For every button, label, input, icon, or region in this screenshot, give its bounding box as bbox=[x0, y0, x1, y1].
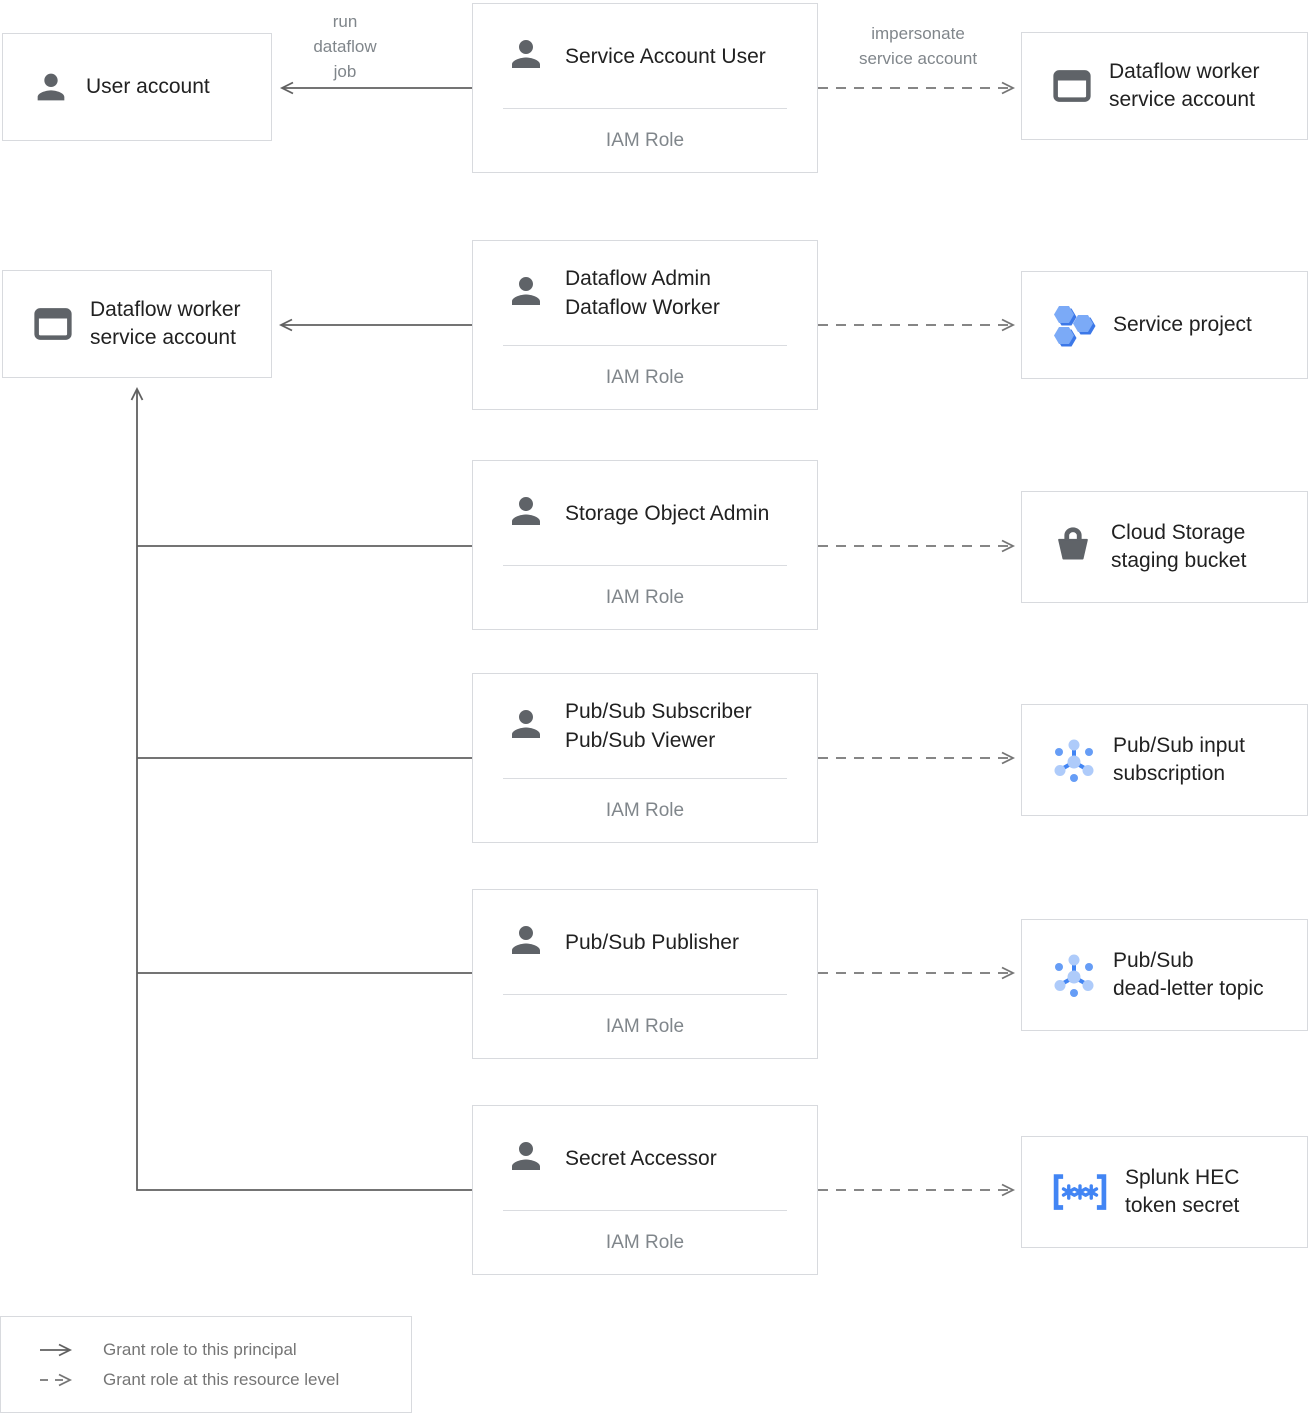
node-iam-service-account-user: Service Account User IAM Role bbox=[472, 3, 818, 173]
node-label: Dataflow worker bbox=[90, 298, 241, 321]
divider bbox=[503, 345, 787, 346]
edge-label-impersonate-service-account: impersonate service account bbox=[858, 24, 978, 68]
node-label: Pub/Sub bbox=[1113, 949, 1194, 972]
node-iam-secret-accessor: Secret Accessor IAM Role bbox=[472, 1105, 818, 1275]
legend: Grant role to this principal Grant role … bbox=[0, 1316, 412, 1413]
iam-role-sublabel: IAM Role bbox=[605, 129, 685, 151]
iam-role-title: Service Account User bbox=[565, 44, 766, 68]
person-icon bbox=[505, 919, 547, 966]
node-iam-pubsub-publisher: Pub/Sub Publisher IAM Role bbox=[472, 889, 818, 1059]
node-iam-dataflow-admin-worker: Dataflow Admin Dataflow Worker IAM Role bbox=[472, 240, 818, 410]
iam-role-sublabel: IAM Role bbox=[605, 1231, 685, 1253]
node-label: subscription bbox=[1113, 762, 1226, 785]
node-label: Splunk HEC bbox=[1125, 1166, 1240, 1189]
person-icon bbox=[31, 67, 71, 107]
iam-role-sublabel: IAM Role bbox=[605, 366, 685, 388]
node-label: staging bucket bbox=[1111, 549, 1247, 572]
iam-role-title: Storage Object Admin bbox=[565, 501, 770, 525]
node-label: token secret bbox=[1125, 1194, 1240, 1217]
service-account-card-icon bbox=[31, 304, 75, 344]
divider bbox=[503, 108, 787, 109]
node-label: service account bbox=[90, 326, 236, 349]
person-icon bbox=[505, 270, 547, 317]
divider bbox=[503, 994, 787, 995]
node-iam-storage-object-admin: Storage Object Admin IAM Role bbox=[472, 460, 818, 630]
node-user-account: User account bbox=[2, 33, 272, 141]
node-label: service account bbox=[1109, 88, 1255, 111]
node-splunk-hec-token-secret: Splunk HEC token secret bbox=[1021, 1136, 1308, 1248]
node-cloud-storage-staging-bucket: Cloud Storage staging bucket bbox=[1021, 491, 1308, 603]
iam-role-sublabel: IAM Role bbox=[605, 1015, 685, 1037]
project-hexagons-icon bbox=[1050, 301, 1098, 349]
node-pubsub-dead-letter-topic: Pub/Sub dead-letter topic bbox=[1021, 919, 1308, 1031]
iam-role-title: Dataflow Worker bbox=[565, 296, 720, 319]
iam-role-title: Pub/Sub Viewer bbox=[565, 729, 716, 752]
iam-role-sublabel: IAM Role bbox=[605, 586, 685, 608]
node-label: User account bbox=[86, 75, 210, 98]
node-label: dead-letter topic bbox=[1113, 977, 1264, 1000]
node-dataflow-worker-sa-right: Dataflow worker service account bbox=[1021, 32, 1308, 140]
divider bbox=[503, 1210, 787, 1211]
service-account-card-icon bbox=[1050, 66, 1094, 106]
node-service-project: Service project bbox=[1021, 271, 1308, 379]
person-icon bbox=[505, 703, 547, 750]
solid-arrow-icon bbox=[40, 1343, 73, 1356]
iam-role-sublabel: IAM Role bbox=[605, 799, 685, 821]
edge-grant-trunk-to-worker-sa bbox=[130, 386, 472, 1191]
person-icon bbox=[505, 33, 547, 80]
person-icon bbox=[505, 1135, 547, 1182]
legend-row-solid: Grant role to this principal bbox=[39, 1340, 411, 1360]
node-iam-pubsub-subscriber-viewer: Pub/Sub Subscriber Pub/Sub Viewer IAM Ro… bbox=[472, 673, 818, 843]
storage-bucket-icon bbox=[1050, 524, 1096, 570]
pubsub-icon bbox=[1050, 736, 1098, 784]
legend-row-dashed: Grant role at this resource level bbox=[39, 1370, 411, 1390]
legend-dashed-label: Grant role at this resource level bbox=[103, 1369, 340, 1389]
secret-brackets-icon bbox=[1050, 1172, 1110, 1212]
dashed-arrow-icon bbox=[40, 1373, 73, 1386]
divider bbox=[503, 778, 787, 779]
pubsub-icon bbox=[1050, 951, 1098, 999]
node-label: Dataflow worker bbox=[1109, 60, 1260, 83]
legend-solid-label: Grant role to this principal bbox=[103, 1339, 297, 1359]
node-label: Cloud Storage bbox=[1111, 521, 1246, 544]
iam-role-title: Secret Accessor bbox=[565, 1146, 717, 1170]
person-icon bbox=[505, 490, 547, 537]
node-label: Service project bbox=[1113, 313, 1252, 336]
iam-role-title: Pub/Sub Subscriber bbox=[565, 700, 752, 723]
iam-role-title: Dataflow Admin bbox=[565, 267, 711, 290]
node-label: Pub/Sub input bbox=[1113, 734, 1245, 757]
iam-role-title: Pub/Sub Publisher bbox=[565, 930, 739, 954]
node-dataflow-worker-sa-left: Dataflow worker service account bbox=[2, 270, 272, 378]
divider bbox=[503, 565, 787, 566]
edge-label-run-dataflow-job: run dataflow job bbox=[313, 12, 377, 81]
node-pubsub-input-subscription: Pub/Sub input subscription bbox=[1021, 704, 1308, 816]
